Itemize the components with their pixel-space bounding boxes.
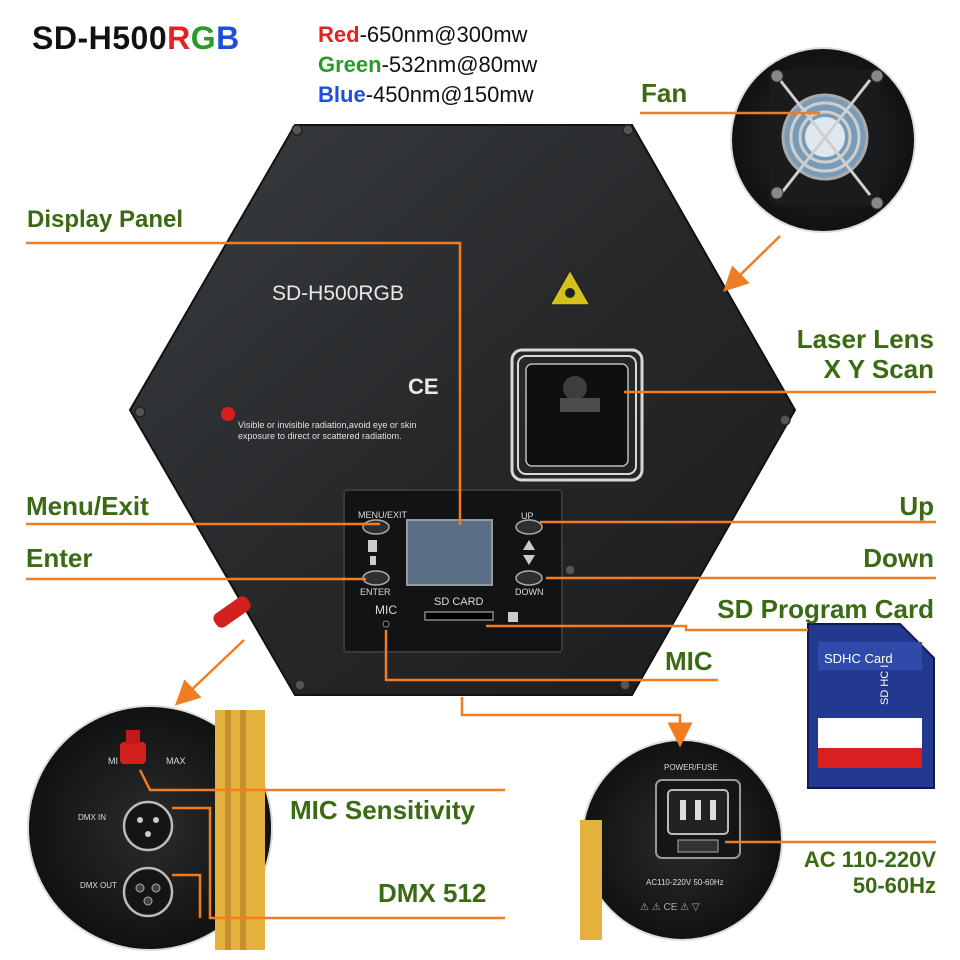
label-fan: Fan — [641, 78, 688, 108]
device-model-print: SD-H500RGB — [272, 282, 404, 305]
svg-text:exposure to direct or scattere: exposure to direct or scattered radiatio… — [238, 431, 402, 441]
svg-text:MENU/EXIT: MENU/EXIT — [358, 510, 408, 520]
down-button — [515, 570, 543, 586]
label-down: Down — [863, 543, 934, 573]
side-knob — [213, 596, 251, 628]
spec-red: Red-650nm@300mw — [318, 22, 528, 47]
power-inset: POWER/FUSE AC110-220V 50-60Hz ⚠ ⚠ CE ⚠ ▽ — [580, 739, 783, 941]
label-mic-sensitivity: MIC Sensitivity — [290, 795, 475, 825]
svg-text:SD HC I: SD HC I — [879, 665, 891, 705]
label-menu-exit: Menu/Exit — [26, 491, 149, 521]
svg-text:POWER/FUSE: POWER/FUSE — [664, 763, 718, 772]
control-panel: MENU/EXIT UP ENTER DOWN SD CARD MIC — [343, 489, 563, 653]
label-sd-program-card: SD Program Card — [717, 594, 934, 624]
lcd-display — [406, 519, 493, 586]
svg-text:SD CARD: SD CARD — [434, 596, 484, 608]
menu-exit-button — [362, 519, 390, 535]
radiation-warning: Visible or invisible radiation,avoid eye… — [221, 407, 416, 441]
svg-text:ENTER: ENTER — [360, 587, 391, 597]
spec-green: Green-532nm@80mw — [318, 52, 538, 77]
sdhc-card-icon: SDHC Card SD HC I — [807, 623, 935, 789]
enter-button — [362, 570, 390, 586]
laser-lens-window — [510, 348, 644, 482]
label-mic: MIC — [665, 646, 713, 676]
svg-text:DMX OUT: DMX OUT — [80, 881, 117, 890]
svg-text:MIC: MIC — [375, 603, 397, 617]
up-button — [515, 519, 543, 535]
dmx-in-connector — [122, 800, 174, 852]
spec-blue: Blue-450nm@150mw — [318, 82, 534, 107]
label-display-panel: Display Panel — [27, 206, 184, 233]
svg-text:MAX: MAX — [166, 756, 186, 766]
svg-text:⚠ ⚠ CE ⚠ ▽: ⚠ ⚠ CE ⚠ ▽ — [640, 902, 700, 913]
label-enter: Enter — [26, 543, 93, 573]
svg-text:UP: UP — [521, 511, 534, 521]
fan-inset — [730, 47, 916, 233]
svg-text:SDHC Card: SDHC Card — [824, 651, 893, 666]
svg-text:DMX IN: DMX IN — [78, 813, 106, 822]
laser-warning-icon — [548, 268, 592, 306]
label-up: Up — [899, 491, 934, 521]
sd-slot — [424, 611, 494, 621]
label-dmx-512: DMX 512 — [378, 878, 487, 908]
device-housing — [128, 124, 797, 696]
svg-text:Visible or invisible radiation: Visible or invisible radiation,avoid eye… — [238, 420, 416, 430]
ce-mark: CE — [408, 374, 439, 399]
svg-text:DOWN: DOWN — [515, 587, 544, 597]
dmx-inset: MI MAX DMX IN DMX OUT — [27, 705, 273, 951]
page-title: SD-H500RGB — [32, 20, 240, 56]
svg-text:AC110-220V 50-60Hz: AC110-220V 50-60Hz — [646, 878, 724, 887]
dmx-out-connector — [122, 866, 174, 918]
svg-text:MI: MI — [108, 756, 118, 766]
mic-hole — [382, 620, 390, 628]
